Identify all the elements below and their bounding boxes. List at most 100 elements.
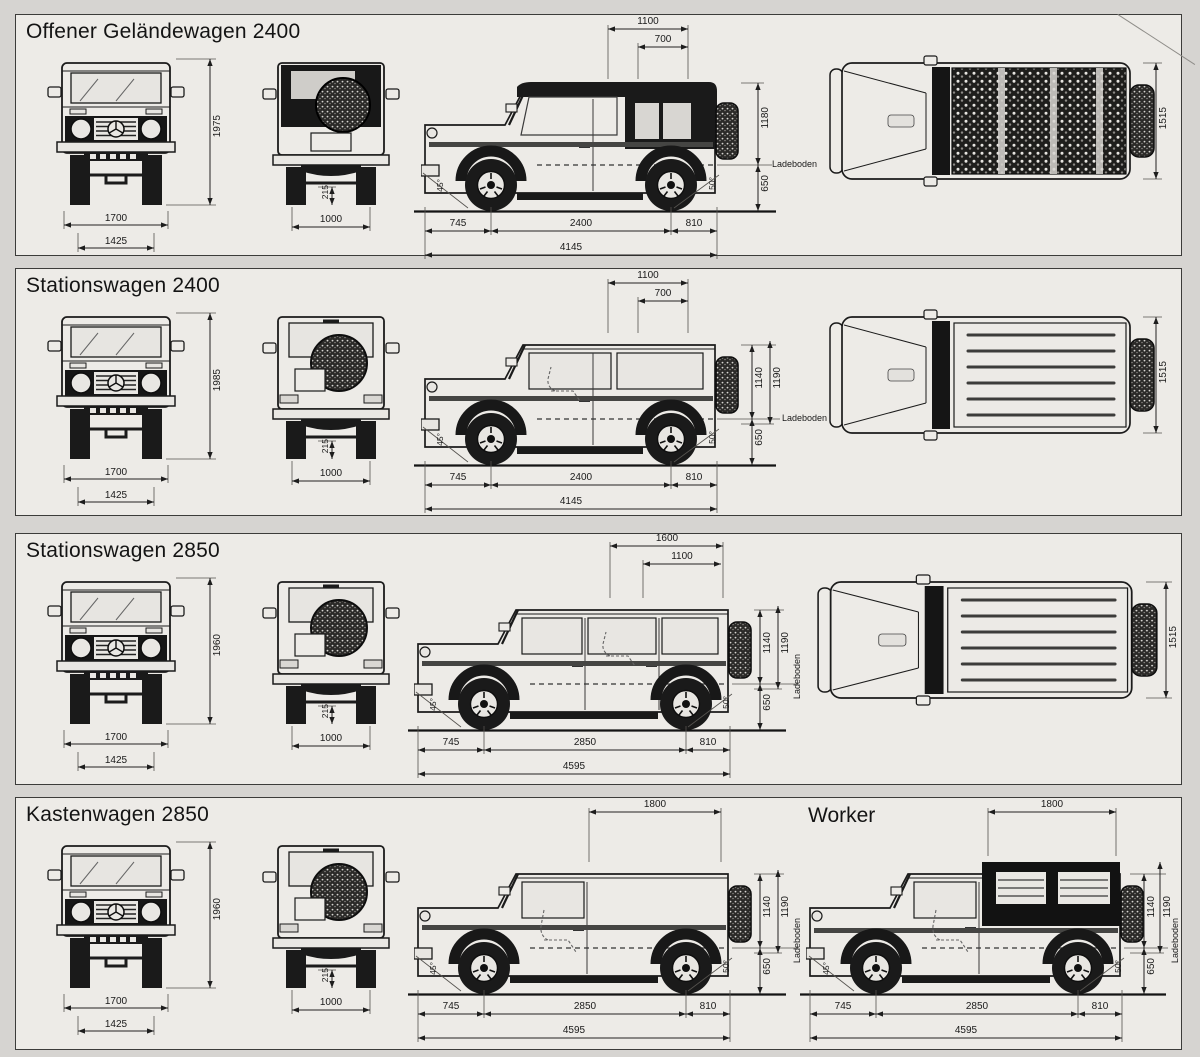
dim-body-width: 1515 [1158,107,1169,130]
dim-roof-inner: 700 [654,288,672,299]
rear-view-drawing [261,580,401,724]
dim-front-overhang: 745 [449,218,467,229]
dim-track-width: 1700 [104,467,128,478]
panel-stationswagen-2850: Stationswagen 2850 1960 1700 1425 215 10… [15,533,1182,785]
dim-roof-inner: 1100 [671,551,693,562]
dim-rear-track: 1000 [319,214,343,225]
panel-title: Kastenwagen 2850 [26,803,210,826]
dim-rear-overhang: 810 [699,1001,717,1012]
dim-rear-overhang: 810 [685,472,703,483]
dim-interior-height: 1140 [762,896,773,918]
rear-view-drawing [261,844,401,988]
dim-inner-width: 1425 [104,490,128,501]
worker-dim-interior-height: 1140 [1146,896,1157,918]
dim-rear-overhang: 810 [699,737,717,748]
worker-dim-rear-body-height: 1190 [1162,896,1173,918]
dim-approach-angle: 45° [435,179,445,192]
dim-overall-height: 1985 [212,369,223,392]
side-view-drawing [421,345,738,465]
dim-roof-length: 1800 [643,799,667,810]
top-view-drawing [828,309,1156,441]
worker-dim-rear-overhang: 810 [1091,1001,1109,1012]
dim-wheelbase: 2400 [569,218,593,229]
dim-track-width: 1700 [104,732,128,743]
worker-dim-front-overhang: 745 [834,1001,852,1012]
top-view-drawing [816,574,1159,706]
dim-rear-track: 1000 [319,997,343,1008]
dim-ground-clearance: 215 [320,439,330,454]
front-view-drawing [46,315,186,459]
dim-departure-angle: 50° [721,960,731,973]
dim-body-width: 1515 [1158,361,1169,384]
panel-offener-gelaendewagen-2400: Offener Geländewagen 2400 1975 1700 1425… [15,14,1182,259]
dim-roof-outer: 1600 [655,533,679,544]
worker-dim-approach-angle: 45° [821,962,831,975]
dim-overall-height: 1960 [212,634,223,657]
side-view-drawing [414,874,751,994]
dim-rear-overhang: 810 [685,218,703,229]
ladeboden-label: Ladeboden [792,654,802,700]
dim-wheelbase: 2850 [573,737,597,748]
dim-load-floor-height: 650 [760,175,771,192]
dim-front-overhang: 745 [442,1001,460,1012]
side-view-drawing [421,82,738,211]
ladeboden-label: Ladeboden [782,413,828,423]
rear-view-drawing [261,61,401,205]
front-view-drawing [46,580,186,724]
dim-rear-body-height: 1180 [760,107,771,129]
front-view-drawing [46,844,186,988]
dim-rear-track: 1000 [319,733,343,744]
dim-overall-length: 4145 [559,496,583,507]
panel-title: Stationswagen 2400 [26,274,220,297]
dim-roof-outer: 1100 [637,270,659,281]
worker-ladeboden-label: Ladeboden [1170,918,1180,964]
dim-rear-body-height: 1190 [772,367,783,389]
dim-ground-clearance: 215 [320,185,330,200]
worker-dim-departure-angle: 50° [1113,960,1123,973]
dim-track-width: 1700 [104,996,128,1007]
dim-overall-height: 1960 [212,898,223,921]
worker-dim-wheelbase: 2850 [965,1001,989,1012]
dim-interior-height: 1140 [754,367,765,389]
dim-load-floor-height: 650 [762,958,773,975]
dim-front-overhang: 745 [442,737,460,748]
rear-view-drawing [261,315,401,459]
dim-front-overhang: 745 [449,472,467,483]
panel-drawing [46,542,1172,778]
dim-wheelbase: 2850 [573,1001,597,1012]
dim-departure-angle: 50° [707,431,717,444]
dim-rear-track: 1000 [319,468,343,479]
panel-stationswagen-2400: Stationswagen 2400 1985 1700 1425 215 10… [15,268,1182,516]
ladeboden-label: Ladeboden [792,918,802,964]
panel-drawing [46,25,1162,259]
dim-roof-inner: 700 [654,34,672,45]
dim-inner-width: 1425 [104,755,128,766]
worker-dim-overall-length: 4595 [954,1025,978,1036]
panel-drawing [46,279,1162,513]
dim-rear-body-height: 1190 [780,896,791,918]
dim-inner-width: 1425 [104,1019,128,1030]
dim-load-floor-height: 650 [754,429,765,446]
top-view-drawing [829,55,1155,187]
dim-departure-angle: 50° [721,696,731,709]
dim-body-width: 1515 [1168,626,1179,649]
dim-load-floor-height: 650 [762,694,773,711]
ladeboden-label: Ladeboden [772,159,818,169]
dim-overall-length: 4595 [562,1025,586,1036]
dim-wheelbase: 2400 [569,472,593,483]
dim-approach-angle: 45° [435,433,445,446]
worker-dim-roof-length: 1800 [1040,799,1064,810]
dim-overall-length: 4145 [559,242,583,253]
dim-approach-angle: 45° [428,962,438,975]
panel-kastenwagen-2850: Kastenwagen 2850 Worker 1960 1700 1425 2… [15,797,1182,1050]
worker-dim-load-floor-height: 650 [1146,958,1157,975]
dim-roof-outer: 1100 [637,16,659,27]
dim-ground-clearance: 215 [320,968,330,983]
worker-label: Worker [808,804,876,827]
side-view-drawing [414,610,751,730]
front-view-drawing [46,61,186,205]
dim-overall-length: 4595 [562,761,586,772]
dim-departure-angle: 50° [707,177,717,190]
worker-side-view-drawing [806,862,1143,994]
